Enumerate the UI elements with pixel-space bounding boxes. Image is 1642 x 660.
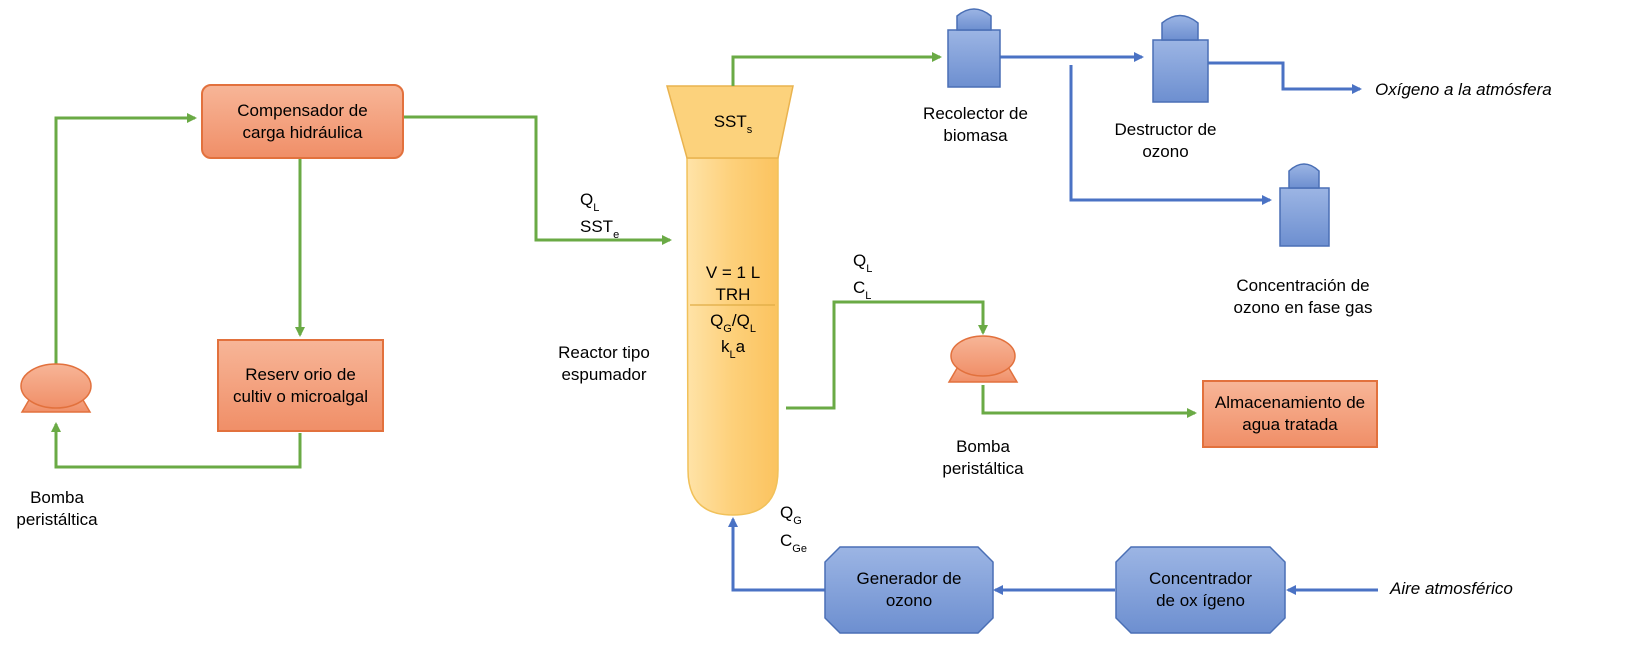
generador-label: Generador de ozono <box>856 569 962 610</box>
concentrador-text: Concentrador de ox ígeno <box>1116 547 1285 633</box>
reservorio-box: Reserv orio de cultiv o microalgal <box>217 339 384 432</box>
destructor-vessel <box>1152 14 1209 103</box>
pump-to-compensador-line <box>54 113 197 370</box>
recolector-label: Recolector de biomasa <box>923 104 1028 145</box>
effluent-stream-q: QL <box>853 251 873 275</box>
reactor-gas-liquid-ratio: QG/QL <box>710 311 756 335</box>
concentrador-box <box>1115 546 1286 634</box>
pump-right <box>947 335 1019 383</box>
effluent-stream-c: CL <box>853 278 872 302</box>
feed-stream-sst: SSTe <box>580 217 620 241</box>
recolector-vessel <box>947 8 1001 88</box>
pump-left <box>20 363 92 413</box>
effluent-to-pump-line <box>786 300 988 410</box>
foam-to-recolector-line <box>731 52 942 86</box>
generador-text: Generador de ozono <box>825 547 993 633</box>
reservorio-to-pump-line <box>51 422 302 469</box>
bomba-left-label: Bomba peristáltica <box>16 488 98 529</box>
gas-stream-c: CGe <box>780 531 807 555</box>
almacenamiento-label: Almacenamiento de agua tratada <box>1214 393 1366 434</box>
liquid-lines <box>51 52 1197 469</box>
pump-to-storage-line <box>981 385 1197 418</box>
gas-analyzer-line <box>1069 65 1272 205</box>
reactor-volume: V = 1 L <box>705 263 761 282</box>
gas-lines <box>728 52 1378 595</box>
compensador-box: Compensador de carga hidráulica <box>201 84 404 159</box>
feed-line <box>404 115 672 245</box>
ozone-feed-line <box>728 517 825 592</box>
reactor-label: Reactor tipo espumador <box>558 343 650 384</box>
bomba-right-label: Bomba peristáltica <box>942 437 1024 478</box>
aire-atmosferico-label: Aire atmosférico <box>1390 579 1513 598</box>
generador-box <box>824 546 994 634</box>
concentracion-label: Concentración de ozono en fase gas <box>1233 276 1373 317</box>
reactor-top-label: SSTs <box>713 112 753 136</box>
feed-stream-q: QL <box>580 190 600 214</box>
analyzer-vessel <box>1279 163 1330 247</box>
oxygen-vent-line <box>1208 61 1362 94</box>
reactor-kla: kLa <box>720 337 746 361</box>
reservorio-label: Reserv orio de cultiv o microalgal <box>232 364 369 406</box>
destructor-label: Destructor de ozono <box>1114 120 1217 161</box>
concentrador-label: Concentrador de ox ígeno <box>1148 569 1252 610</box>
gas-stream-q: QG <box>780 503 802 527</box>
almacenamiento-box: Almacenamiento de agua tratada <box>1202 380 1378 448</box>
compensador-label: Compensador de carga hidráulica <box>237 100 368 142</box>
reactor-separator-cone <box>666 85 794 159</box>
reactor-column <box>666 85 794 516</box>
oxigeno-atmosfera-label: Oxígeno a la atmósfera <box>1375 80 1552 99</box>
reactor-trh: TRH <box>715 285 751 304</box>
